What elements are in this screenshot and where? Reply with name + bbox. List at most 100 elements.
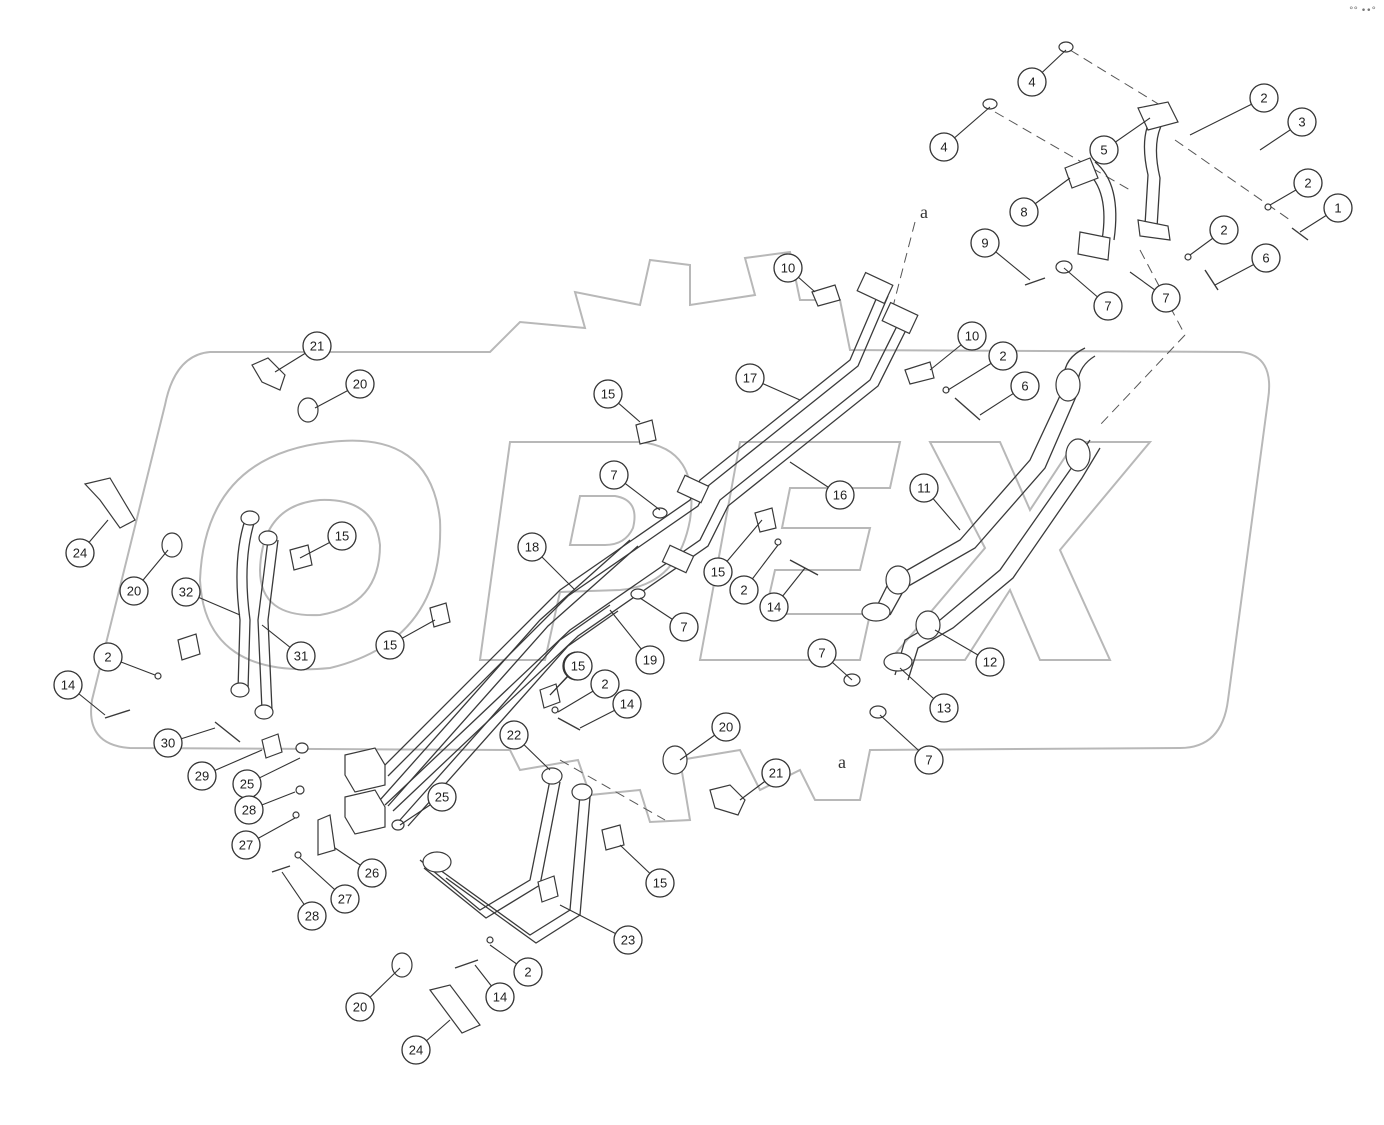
callout-20: 20 [711, 712, 741, 742]
washer-2 [774, 538, 782, 546]
watermark-letter-o [198, 439, 442, 671]
callout-label: 7 [680, 620, 687, 635]
callout-circle [286, 641, 316, 671]
section-mark-bottom: a [838, 752, 846, 772]
callout-circle [485, 982, 515, 1012]
callout-25: 25 [232, 769, 262, 799]
callout-circle [1017, 67, 1047, 97]
blocks [317, 747, 386, 856]
callout-label: 15 [335, 529, 349, 544]
callout-30: 30 [153, 728, 183, 758]
callout-6: 6 [1251, 243, 1281, 273]
callout-circle [302, 331, 332, 361]
callout-label: 4 [940, 140, 947, 155]
callout-label: 10 [781, 261, 795, 276]
callout-label: 16 [833, 488, 847, 503]
callout-9: 9 [970, 228, 1000, 258]
callout-21: 21 [761, 758, 791, 788]
callout-circle [773, 253, 803, 283]
flange-8 [1064, 157, 1099, 189]
callout-19: 19 [635, 645, 665, 675]
callout-circle [297, 901, 327, 931]
flange-13 [883, 652, 913, 672]
callout-label: 15 [711, 565, 725, 580]
pipe-22 [445, 796, 591, 944]
callout-label: 7 [1104, 299, 1111, 314]
left-pipe-assembly [230, 510, 279, 720]
o-ring-7 [1055, 260, 1073, 274]
hose-end [240, 510, 260, 526]
pipe-18 [379, 539, 631, 801]
callout-circle [1089, 135, 1119, 165]
callout-18: 18 [517, 532, 547, 562]
callout-label: 25 [435, 790, 449, 805]
callout-circle [119, 576, 149, 606]
o-ring-7 [869, 705, 887, 719]
callout-label: 32 [179, 585, 193, 600]
hose-sleeve [1055, 368, 1081, 402]
callout-4: 4 [929, 132, 959, 162]
bolt-14 [454, 959, 479, 969]
pipe-16 [384, 319, 901, 806]
callout-label: 17 [743, 371, 757, 386]
bolt-14 [557, 717, 581, 731]
callout-label: 2 [740, 583, 747, 598]
callout-circle [234, 795, 264, 825]
o-ring-25 [295, 742, 309, 754]
bolt-30 [214, 721, 241, 743]
pipe-8 [1094, 161, 1117, 241]
hose-end [254, 704, 274, 720]
callout-circle [93, 642, 123, 672]
callout-label: 5 [1100, 143, 1107, 158]
callout-circle [593, 379, 623, 409]
elbow-21 [709, 784, 746, 816]
pipes-2-3-assembly [1064, 101, 1179, 261]
pipe-18 [387, 545, 639, 807]
callout-circle [635, 645, 665, 675]
o-ring-25 [391, 819, 405, 831]
callout-2: 2 [1249, 83, 1279, 113]
callout-label: 29 [195, 769, 209, 784]
washer-2 [551, 706, 559, 714]
callout-circle [1010, 371, 1040, 401]
callout-15: 15 [593, 379, 623, 409]
flange-end [861, 602, 891, 622]
fitting-24 [428, 984, 481, 1034]
callout-circle [1287, 107, 1317, 137]
callout-circle [669, 612, 699, 642]
assembly-line [1069, 49, 1161, 106]
callout-label: 15 [601, 387, 615, 402]
callout-circle [330, 884, 360, 914]
callout-label: 8 [1020, 205, 1027, 220]
callout-label: 14 [767, 600, 781, 615]
callout-label: 14 [61, 678, 75, 693]
callout-22: 22 [499, 720, 529, 750]
callout-label: 2 [1304, 176, 1311, 191]
callout-circle [375, 630, 405, 660]
callout-1: 1 [1323, 193, 1353, 223]
assembly-line [1099, 334, 1186, 426]
callout-28: 28 [234, 795, 264, 825]
hose-sleeve [885, 565, 911, 595]
pipe-12 [907, 447, 1101, 681]
callout-circle [825, 480, 855, 510]
callout-circle [909, 473, 939, 503]
flange-9 [1077, 231, 1111, 261]
callout-label: 2 [524, 965, 531, 980]
fitting-24 [83, 477, 136, 529]
callout-27: 27 [231, 830, 261, 860]
washer-2 [486, 936, 494, 944]
hose-sleeve [1065, 438, 1091, 472]
pipe-16 [392, 325, 909, 812]
callout-4: 4 [1017, 67, 1047, 97]
callout-2: 2 [1293, 168, 1323, 198]
callout-circle [612, 689, 642, 719]
pipe-31 [267, 539, 279, 711]
clamp-10 [904, 361, 935, 385]
pipe-22 [439, 794, 581, 936]
section-mark-top: a [920, 202, 928, 222]
callout-circle [231, 830, 261, 860]
flange-5 [1137, 101, 1179, 131]
